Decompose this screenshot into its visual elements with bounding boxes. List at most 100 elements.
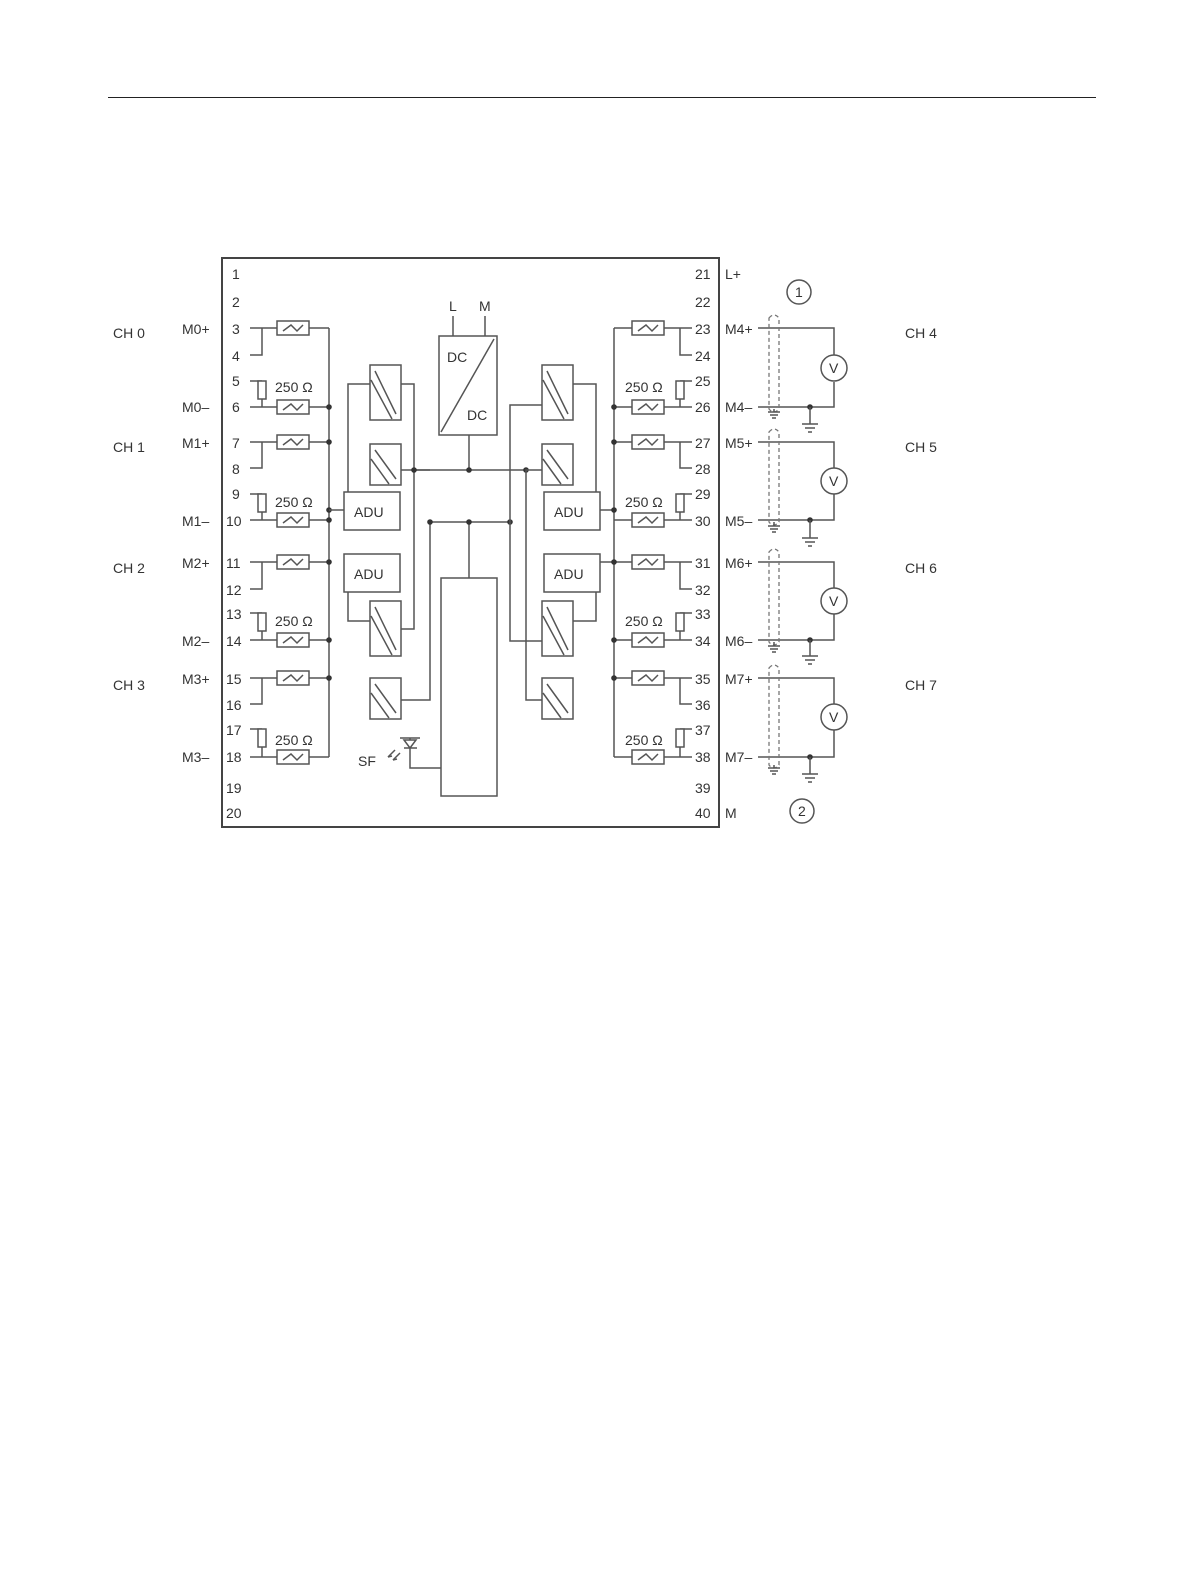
- sf-led-icon: [387, 737, 441, 769]
- terminal-number: 20: [226, 805, 242, 821]
- signal-label: M3–: [182, 749, 209, 765]
- channel-label: CH 6: [905, 560, 937, 576]
- resistor-label: 250 Ω: [625, 494, 663, 510]
- terminal-number: 17: [226, 722, 242, 738]
- terminal-number: 26: [695, 399, 711, 415]
- terminal-numbers-right: 21 22 23 24 25 26 27 28 29 30 31 32 33 3…: [695, 266, 711, 821]
- terminal-number: 8: [232, 461, 240, 477]
- voltmeter-label: V: [829, 593, 839, 609]
- converter-label-bottom: DC: [467, 407, 487, 423]
- terminal-number: 6: [232, 399, 240, 415]
- signal-label: M3+: [182, 671, 210, 687]
- resistor-label: 250 Ω: [275, 613, 313, 629]
- terminal-number: 11: [226, 555, 241, 571]
- channel-label: CH 3: [113, 677, 145, 693]
- terminal-number: 39: [695, 780, 711, 796]
- terminal-number: 22: [695, 294, 711, 310]
- signal-label: M6+: [725, 555, 753, 571]
- signal-label: M2+: [182, 555, 210, 571]
- voltmeter-label: V: [829, 473, 839, 489]
- callout-circle: [789, 798, 815, 824]
- channel-label: CH 4: [905, 325, 937, 341]
- terminal-number: 2: [232, 294, 240, 310]
- adu-label: ADU: [354, 504, 384, 520]
- resistor-label: 250 Ω: [275, 494, 313, 510]
- terminal-number: 4: [232, 348, 240, 364]
- terminal-number: 33: [695, 606, 711, 622]
- signal-label: M5+: [725, 435, 753, 451]
- terminal-number: 32: [695, 582, 711, 598]
- signal-label: M1–: [182, 513, 209, 529]
- terminal-number: 18: [226, 749, 242, 765]
- resistor-label: 250 Ω: [625, 732, 663, 748]
- terminal-number: 21: [695, 266, 711, 282]
- signal-label: L+: [725, 266, 741, 282]
- terminal-number: 24: [695, 348, 711, 364]
- processor-block: [440, 577, 498, 797]
- adu-label: ADU: [554, 504, 584, 520]
- terminal-number: 28: [695, 461, 711, 477]
- adu-box: [543, 491, 601, 531]
- left-channel-wiring: [250, 320, 344, 765]
- module-frame: [221, 257, 720, 828]
- terminal-number: 35: [695, 671, 711, 687]
- right-channel-wiring: [611, 320, 692, 765]
- signal-label: M7–: [725, 749, 752, 765]
- terminal-number: 23: [695, 321, 711, 337]
- signal-label: M7+: [725, 671, 753, 687]
- adu-box: [343, 491, 401, 531]
- terminal-number: 30: [695, 513, 711, 529]
- terminal-number: 5: [232, 373, 240, 389]
- resistor-label: 250 Ω: [625, 379, 663, 395]
- terminal-number: 3: [232, 321, 240, 337]
- terminal-number: 25: [695, 373, 711, 389]
- callout-label: 1: [795, 284, 803, 300]
- terminal-number: 7: [232, 435, 240, 451]
- signal-label: M4+: [725, 321, 753, 337]
- channel-label: CH 0: [113, 325, 145, 341]
- resistor-label: 250 Ω: [625, 613, 663, 629]
- terminal-number: 40: [695, 805, 711, 821]
- signal-label: M0–: [182, 399, 209, 415]
- terminal-number: 15: [226, 671, 242, 687]
- terminal-number: 29: [695, 486, 711, 502]
- signal-label: M: [725, 805, 737, 821]
- voltmeter-label: V: [829, 360, 839, 376]
- signal-label: M5–: [725, 513, 752, 529]
- supply-label-l: L: [449, 298, 457, 314]
- voltmeter-label: V: [829, 709, 839, 725]
- terminal-number: 36: [695, 697, 711, 713]
- terminal-number: 19: [226, 780, 242, 796]
- adu-box: [543, 553, 601, 593]
- terminal-number: 34: [695, 633, 711, 649]
- terminal-number: 31: [695, 555, 711, 571]
- voltmeter-icon: [820, 354, 848, 382]
- adu-label: ADU: [354, 566, 384, 582]
- adu-box: [343, 553, 401, 593]
- center-block: [411, 316, 529, 797]
- channel-label: CH 1: [113, 439, 145, 455]
- resistor-label: 250 Ω: [275, 732, 313, 748]
- terminal-number: 10: [226, 513, 242, 529]
- converter-label-top: DC: [447, 349, 467, 365]
- terminal-number: 27: [695, 435, 711, 451]
- right-converter-block: [509, 364, 614, 720]
- terminal-number: 14: [226, 633, 242, 649]
- signal-label: M0+: [182, 321, 210, 337]
- signal-label: M2–: [182, 633, 209, 649]
- signal-label: M6–: [725, 633, 752, 649]
- channel-label: CH 2: [113, 560, 145, 576]
- terminal-number: 9: [232, 486, 240, 502]
- callout-circle: [786, 279, 812, 305]
- signal-label: M1+: [182, 435, 210, 451]
- terminal-number: 13: [226, 606, 242, 622]
- status-led-label: SF: [358, 753, 376, 769]
- terminal-number: 38: [695, 749, 711, 765]
- adu-label: ADU: [554, 566, 584, 582]
- terminal-number: 37: [695, 722, 711, 738]
- signal-label: M4–: [725, 399, 752, 415]
- voltmeter-icon: [820, 587, 848, 615]
- callout-label: 2: [798, 803, 806, 819]
- header-rule: [108, 97, 1096, 98]
